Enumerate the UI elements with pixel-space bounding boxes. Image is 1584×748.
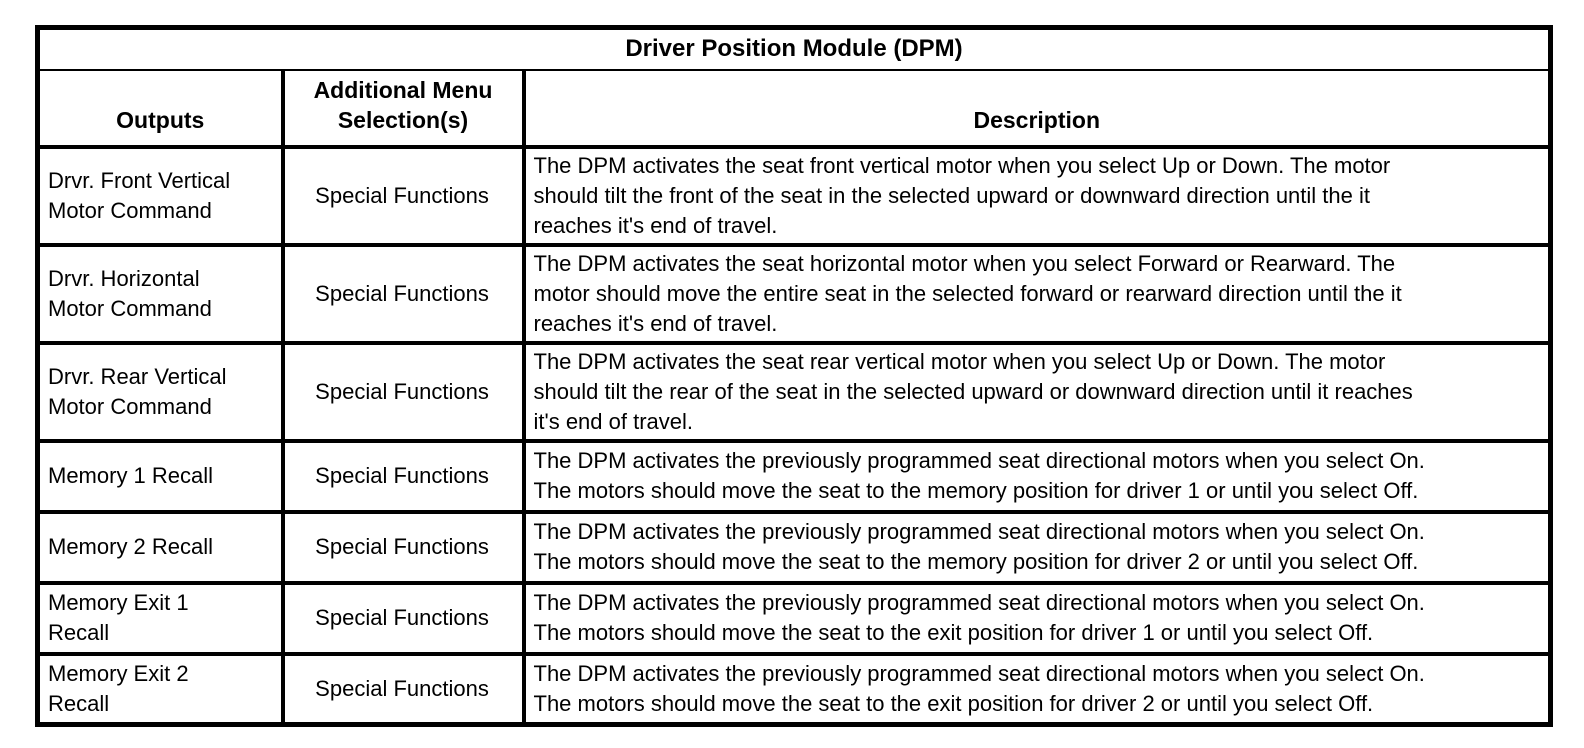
menu-cell: Special Functions xyxy=(280,509,526,585)
output-cell: Drvr. Rear Vertical Motor Command xyxy=(35,340,285,443)
title-row: Driver Position Module (DPM) xyxy=(35,25,1553,71)
table-row: Memory Exit 1 Recall Special Functions T… xyxy=(35,580,1553,656)
column-header-additional-menu-selections: Additional Menu Selection(s) xyxy=(280,68,526,149)
column-header-description: Description xyxy=(521,68,1553,149)
menu-cell: Special Functions xyxy=(280,340,526,443)
output-cell: Drvr. Horizontal Motor Command xyxy=(35,242,285,345)
dpm-table-container: Driver Position Module (DPM) Outputs Add… xyxy=(35,25,1553,727)
column-header-outputs: Outputs xyxy=(35,68,285,149)
menu-cell: Special Functions xyxy=(280,651,526,727)
table-row: Drvr. Front Vertical Motor Command Speci… xyxy=(35,144,1553,247)
table-row: Drvr. Rear Vertical Motor Command Specia… xyxy=(35,340,1553,443)
menu-cell: Special Functions xyxy=(280,242,526,345)
description-cell: The DPM activates the previously program… xyxy=(521,580,1553,656)
column-header-row: Outputs Additional Menu Selection(s) Des… xyxy=(35,68,1553,149)
description-cell: The DPM activates the seat front vertica… xyxy=(521,144,1553,247)
table-row: Memory Exit 2 Recall Special Functions T… xyxy=(35,651,1553,727)
output-cell: Memory 2 Recall xyxy=(35,509,285,585)
table-row: Memory 2 Recall Special Functions The DP… xyxy=(35,509,1553,585)
menu-cell: Special Functions xyxy=(280,144,526,247)
output-cell: Drvr. Front Vertical Motor Command xyxy=(35,144,285,247)
table-row: Memory 1 Recall Special Functions The DP… xyxy=(35,438,1553,514)
description-cell: The DPM activates the seat rear vertical… xyxy=(521,340,1553,443)
menu-cell: Special Functions xyxy=(280,580,526,656)
description-cell: The DPM activates the previously program… xyxy=(521,509,1553,585)
description-cell: The DPM activates the previously program… xyxy=(521,438,1553,514)
output-cell: Memory Exit 1 Recall xyxy=(35,580,285,656)
description-cell: The DPM activates the seat horizontal mo… xyxy=(521,242,1553,345)
table-row: Drvr. Horizontal Motor Command Special F… xyxy=(35,242,1553,345)
table-title: Driver Position Module (DPM) xyxy=(35,25,1553,71)
dpm-table: Driver Position Module (DPM) Outputs Add… xyxy=(35,25,1553,727)
output-cell: Memory Exit 2 Recall xyxy=(35,651,285,727)
menu-cell: Special Functions xyxy=(280,438,526,514)
output-cell: Memory 1 Recall xyxy=(35,438,285,514)
description-cell: The DPM activates the previously program… xyxy=(521,651,1553,727)
